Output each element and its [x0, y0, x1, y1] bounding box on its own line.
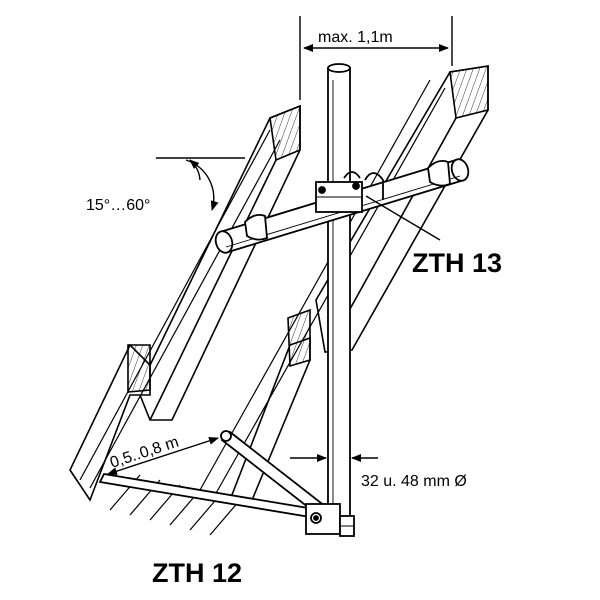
label-part-lower: ZTH 12 — [152, 558, 242, 588]
leader-zth13 — [365, 195, 441, 241]
zth13-bracket — [214, 158, 470, 254]
label-max-spacing: max. 1,1m — [318, 29, 393, 46]
rafter-left — [137, 104, 301, 421]
rafter-right — [315, 65, 489, 353]
label-mast-diameter: 32 u. 48 mm Ø — [361, 473, 467, 490]
label-strut-length: 0,5..0,8 m — [108, 434, 181, 472]
dimension-strut-length — [107, 436, 219, 476]
label-angle-range: 15°…60° — [86, 197, 150, 214]
dimension-max-spacing — [299, 16, 453, 100]
dimension-roof-angle — [156, 157, 245, 211]
zth12-strut — [98, 430, 355, 537]
roof-rafters — [69, 65, 489, 536]
label-part-upper: ZTH 13 — [412, 248, 502, 278]
antenna-mast — [327, 63, 351, 529]
